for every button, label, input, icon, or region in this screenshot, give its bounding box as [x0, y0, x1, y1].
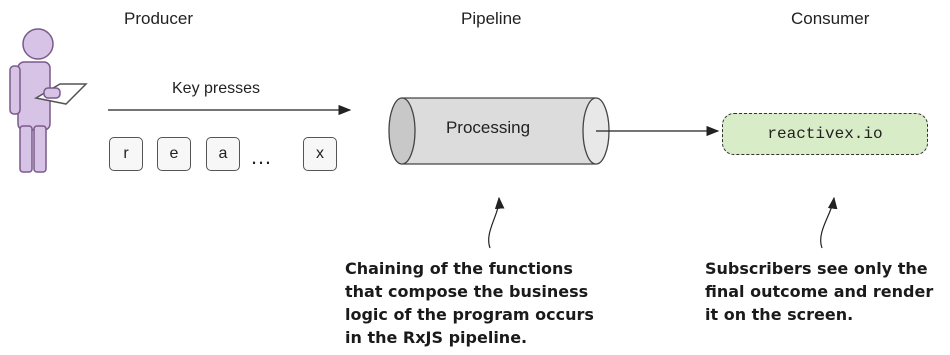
producer-header: Producer	[124, 9, 193, 28]
pipeline-callout-arrow	[488, 196, 505, 249]
consumer-note: Subscribers see only the final outcome a…	[705, 259, 934, 324]
key-a: a	[206, 137, 240, 171]
consumer-url-box: reactivex.io	[722, 113, 928, 155]
processing-label: Processing	[445, 118, 531, 137]
consumer-url: reactivex.io	[767, 125, 883, 143]
pipeline-header: Pipeline	[461, 9, 522, 28]
key-e: e	[157, 137, 191, 171]
key-ellipsis: …	[250, 144, 272, 169]
cylinder-pipe-icon	[388, 97, 610, 165]
key-r: r	[109, 137, 143, 171]
consumer-header: Consumer	[791, 9, 870, 28]
person-with-laptop-icon	[9, 28, 88, 173]
pipeline-note: Chaining of the functions that compose t…	[345, 259, 594, 347]
key-presses-label: Key presses	[172, 80, 261, 97]
key-x: x	[303, 137, 337, 171]
consumer-callout-arrow	[820, 196, 838, 249]
